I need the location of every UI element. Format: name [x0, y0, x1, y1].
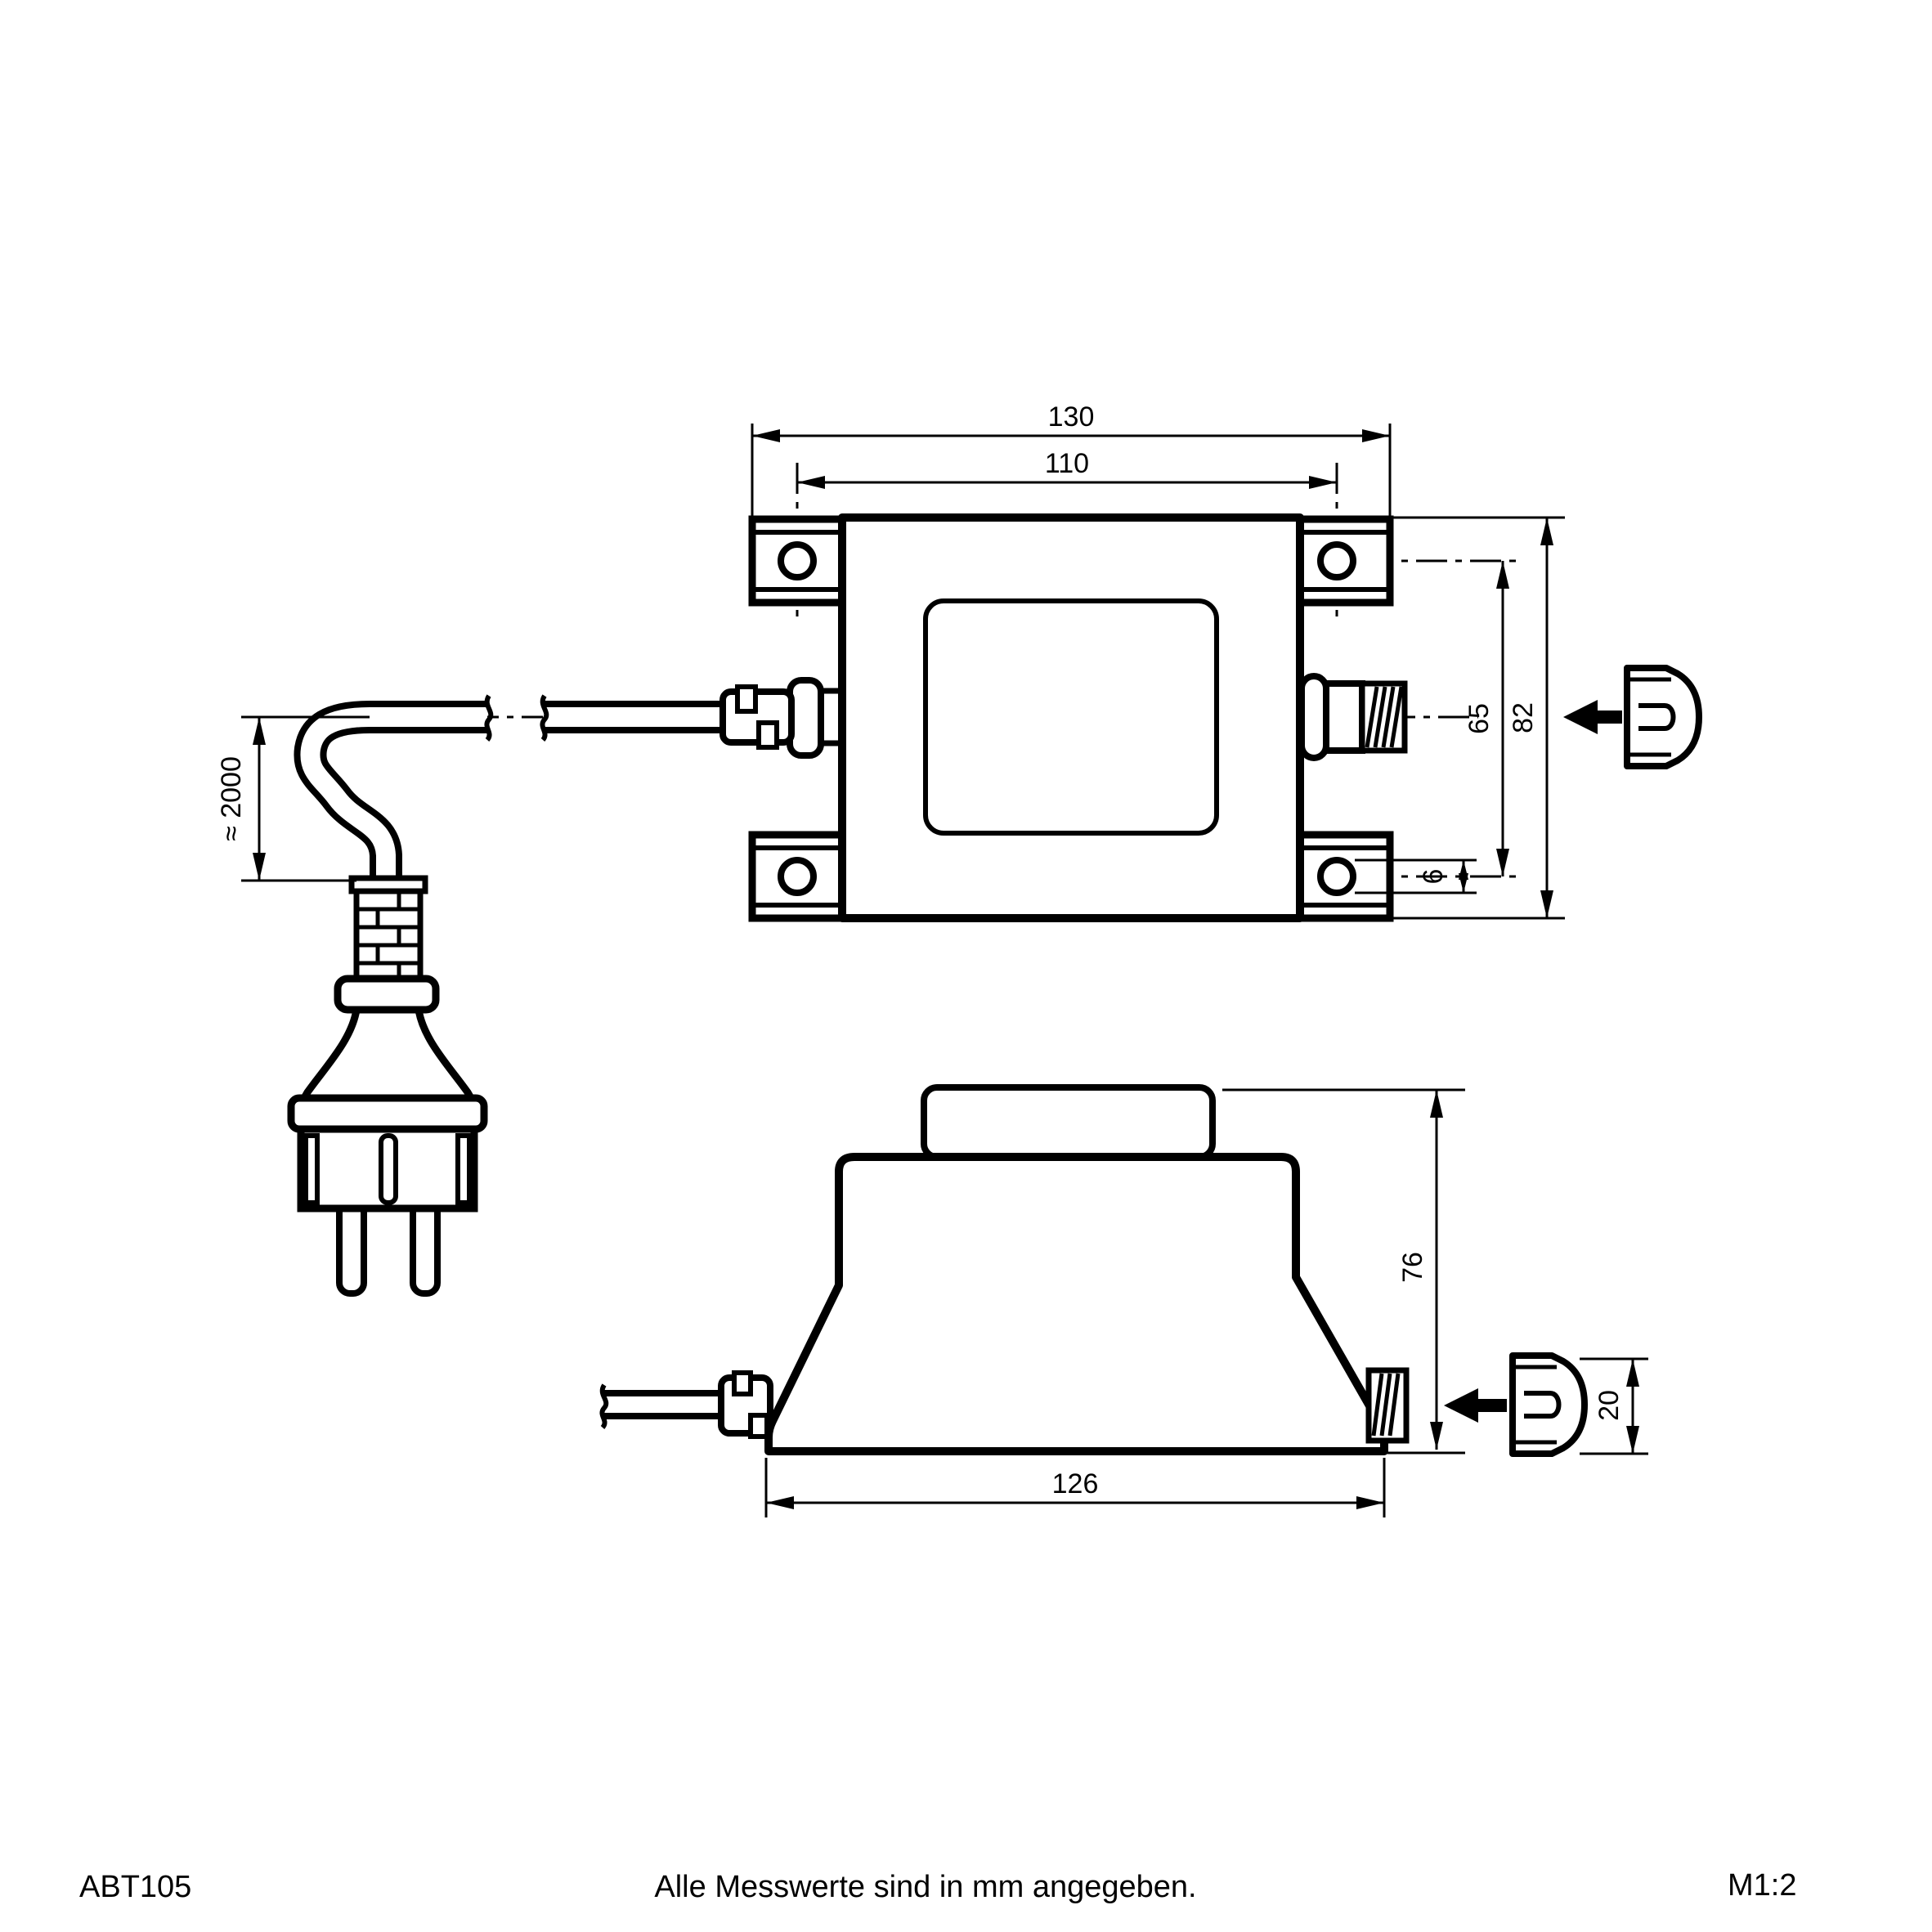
top-view: ≈ 2000 [216, 401, 1702, 1297]
side-threaded-connector [1365, 1367, 1410, 1444]
side-sealing-cap [1509, 1352, 1588, 1457]
dim-label-82: 82 [1508, 702, 1539, 733]
side-view: 126 76 20 [599, 1084, 1648, 1517]
dim-base-width: 126 [764, 1458, 1386, 1517]
dim-label-110: 110 [1045, 448, 1089, 479]
dim-hole-spacing-h: 110 [797, 448, 1337, 489]
side-cable [599, 1383, 724, 1429]
housing-label-area [923, 598, 1219, 836]
dim-label-20: 20 [1594, 1390, 1625, 1421]
side-cable-gland [718, 1370, 773, 1439]
housing-top-block [921, 1084, 1216, 1160]
dim-overall-width: 130 [751, 401, 1392, 518]
mounting-tabs [748, 515, 1394, 922]
cable-break-icon [599, 1383, 609, 1429]
mounting-holes [778, 541, 1356, 896]
dim-label-130: 130 [1048, 401, 1095, 433]
plug-side-slot [303, 1133, 320, 1205]
housing-body-side [764, 1153, 1388, 1455]
plug-center-slot [379, 1133, 398, 1205]
gland-cable [540, 694, 726, 742]
power-cable [294, 694, 494, 880]
cable-break-icon [540, 694, 549, 742]
dim-side-height: 76 [1222, 1088, 1465, 1455]
plug-pin [410, 1199, 441, 1297]
product-code: ABT105 [79, 1870, 191, 1904]
dim-hole-spacing-v: 65 [1464, 561, 1509, 876]
dim-label-65: 65 [1464, 703, 1495, 734]
dim-overall-height: 82 [1392, 516, 1565, 920]
dim-cable-length: ≈ 2000 [216, 715, 370, 882]
dim-label-6: 6 [1418, 869, 1449, 885]
mains-plug [287, 875, 488, 1297]
insert-direction-arrow-icon [1444, 1388, 1507, 1423]
plug-collar [334, 975, 440, 1014]
plug-face-band [287, 1094, 488, 1133]
housing-body [838, 513, 1304, 922]
footer: ABT105 Alle Messwerte sind in mm angegeb… [79, 1868, 1796, 1904]
cable-gland [719, 677, 849, 759]
units-note: Alle Messwerte sind in mm angegeben. [654, 1870, 1196, 1904]
insert-direction-arrow-icon [1563, 700, 1622, 734]
plug-pin [336, 1199, 367, 1297]
plug-bell [300, 1006, 475, 1102]
dim-label-2000: ≈ 2000 [216, 756, 247, 841]
plug-side-slot [455, 1133, 472, 1205]
dim-hole-diameter: 6 [1355, 858, 1477, 894]
dim-label-76: 76 [1397, 1252, 1428, 1283]
dim-label-126: 126 [1052, 1468, 1099, 1499]
cable-break-icon [484, 694, 494, 742]
sealing-cap [1624, 665, 1702, 769]
scale-label: M1:2 [1728, 1868, 1796, 1903]
strain-relief [348, 875, 428, 981]
dim-cap-height: 20 [1580, 1357, 1648, 1455]
threaded-connector [1298, 673, 1408, 761]
